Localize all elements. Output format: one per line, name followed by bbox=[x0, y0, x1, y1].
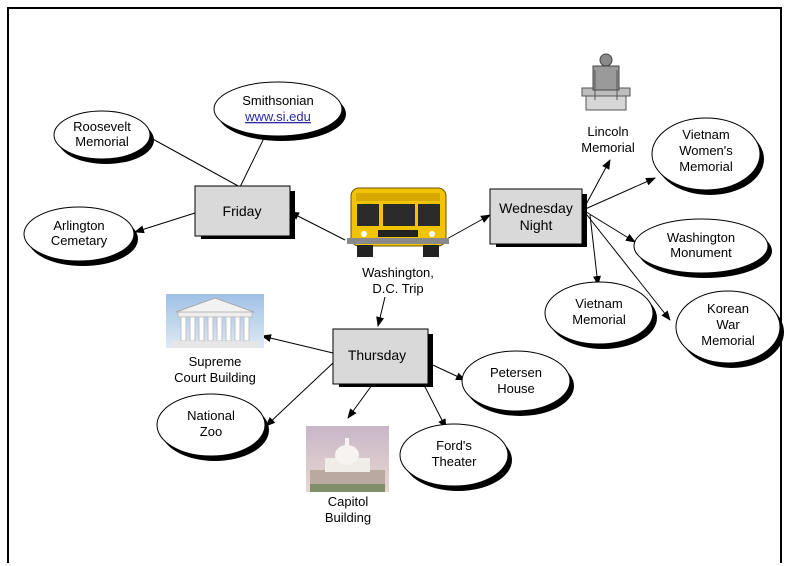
arrow-wednesday-washington-monument bbox=[582, 209, 636, 243]
center-label-2: D.C. Trip bbox=[372, 281, 423, 296]
svg-text:Memorial: Memorial bbox=[75, 134, 129, 149]
supreme-court-image bbox=[166, 294, 264, 348]
svg-text:Memorial: Memorial bbox=[572, 312, 626, 327]
capitol-image bbox=[306, 426, 389, 492]
friday-box: Friday bbox=[194, 185, 295, 239]
smithsonian-node: Smithsonian www.si.edu bbox=[213, 81, 346, 141]
petersen-house-node: Petersen House bbox=[461, 350, 574, 416]
vietnam-women-node: Vietnam Women's Memorial bbox=[651, 117, 764, 195]
arrow-friday-roosevelt bbox=[139, 131, 241, 188]
roosevelt-node: Roosevelt Memorial bbox=[53, 110, 154, 164]
arrow-wednesday-vietnam bbox=[589, 214, 601, 286]
svg-text:Smithsonian: Smithsonian bbox=[242, 93, 314, 108]
wednesday-label-2: Night bbox=[520, 217, 553, 233]
svg-text:Roosevelt: Roosevelt bbox=[73, 119, 131, 134]
supreme-court-label-1: Supreme bbox=[189, 354, 242, 369]
arrow-thursday-zoo bbox=[265, 362, 334, 427]
svg-text:Petersen: Petersen bbox=[490, 365, 542, 380]
arrow-wednesday-lincoln bbox=[582, 159, 611, 211]
svg-text:Arlington: Arlington bbox=[53, 218, 104, 233]
korean-war-node: Korean War Memorial bbox=[675, 290, 784, 368]
thursday-label: Thursday bbox=[348, 347, 406, 363]
arrow-thursday-capitol bbox=[347, 380, 376, 419]
arlington-node: Arlington Cemetary bbox=[23, 206, 138, 266]
lincoln-label-2: Memorial bbox=[581, 140, 635, 155]
svg-text:Theater: Theater bbox=[432, 454, 477, 469]
svg-text:House: House bbox=[497, 381, 535, 396]
arrow-center-friday bbox=[289, 211, 346, 241]
arrow-center-wednesday bbox=[444, 214, 491, 241]
capitol-label-2: Building bbox=[325, 510, 371, 525]
wednesday-label-1: Wednesday bbox=[499, 200, 573, 216]
svg-text:Women's: Women's bbox=[679, 143, 733, 158]
capitol-label-1: Capitol bbox=[328, 494, 369, 509]
wednesday-box: Wednesday Night bbox=[489, 188, 587, 247]
thursday-box: Thursday bbox=[332, 328, 433, 387]
svg-text:Monument: Monument bbox=[670, 245, 732, 260]
arrow-wednesday-korean bbox=[582, 209, 671, 321]
arrow-thursday-supreme bbox=[261, 334, 334, 354]
svg-text:War: War bbox=[716, 317, 740, 332]
svg-text:Vietnam: Vietnam bbox=[682, 127, 729, 142]
svg-text:Memorial: Memorial bbox=[701, 333, 755, 348]
lincoln-statue-icon bbox=[581, 53, 631, 111]
center-label-1: Washington, bbox=[362, 265, 434, 280]
smithsonian-link[interactable]: www.si.edu bbox=[244, 109, 311, 124]
supreme-court-label-2: Court Building bbox=[174, 370, 256, 385]
washington-monument-node: Washington Monument bbox=[633, 218, 772, 278]
connectors bbox=[134, 129, 671, 429]
svg-text:Vietnam: Vietnam bbox=[575, 296, 622, 311]
school-bus-icon bbox=[347, 187, 449, 257]
arrow-wednesday-vietnam-women bbox=[582, 177, 656, 211]
vietnam-memorial-node: Vietnam Memorial bbox=[544, 281, 657, 349]
arrow-friday-arlington bbox=[134, 212, 196, 234]
canvas-frame bbox=[7, 7, 782, 563]
lincoln-label-1: Lincoln bbox=[587, 124, 628, 139]
national-zoo-node: National Zoo bbox=[156, 393, 269, 461]
arrow-thursday-fords bbox=[421, 380, 447, 429]
svg-text:Washington: Washington bbox=[667, 230, 735, 245]
svg-text:Zoo: Zoo bbox=[200, 424, 222, 439]
friday-label: Friday bbox=[223, 203, 262, 219]
svg-text:Korean: Korean bbox=[707, 301, 749, 316]
svg-text:Memorial: Memorial bbox=[679, 159, 733, 174]
svg-text:Cemetary: Cemetary bbox=[51, 233, 108, 248]
arrow-center-thursday bbox=[376, 296, 386, 327]
fords-theater-node: Ford's Theater bbox=[399, 423, 512, 491]
svg-text:Ford's: Ford's bbox=[436, 438, 472, 453]
svg-text:National: National bbox=[187, 408, 235, 423]
